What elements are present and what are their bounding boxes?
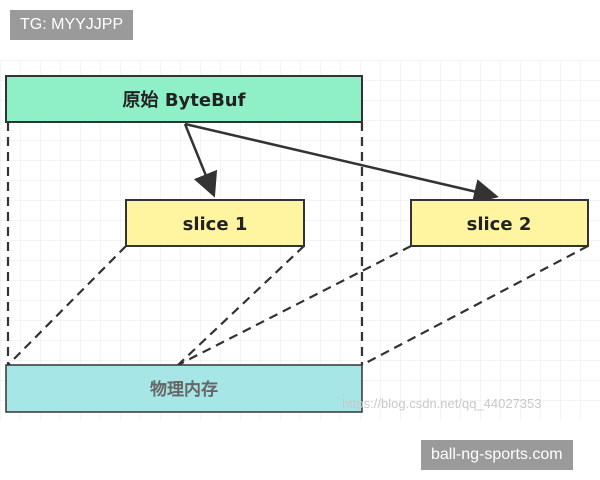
site-watermark-label: ball-ng-sports.com [421, 440, 573, 470]
physical-memory-label: 物理内存 [150, 379, 218, 400]
slice2-map-left [177, 245, 412, 366]
slice1-box [125, 199, 305, 247]
physical-memory-box [5, 364, 363, 413]
csdn-watermark: https://blog.csdn.net/qq_44027353 [342, 396, 542, 411]
slice2-label: slice 2 [467, 214, 532, 235]
slice2-map-right [361, 245, 589, 366]
slice2-box [410, 199, 589, 247]
slice1-label: slice 1 [183, 214, 248, 235]
arrow-to-slice1 [183, 123, 218, 198]
slice1-map-left [7, 245, 127, 366]
arrow-to-slice2 [184, 122, 499, 204]
top-tag-label: TG: MYYJJPP [10, 10, 134, 40]
original-bytebuf-label: 原始 ByteBuf [123, 89, 246, 111]
original-bytebuf-box [5, 75, 363, 123]
